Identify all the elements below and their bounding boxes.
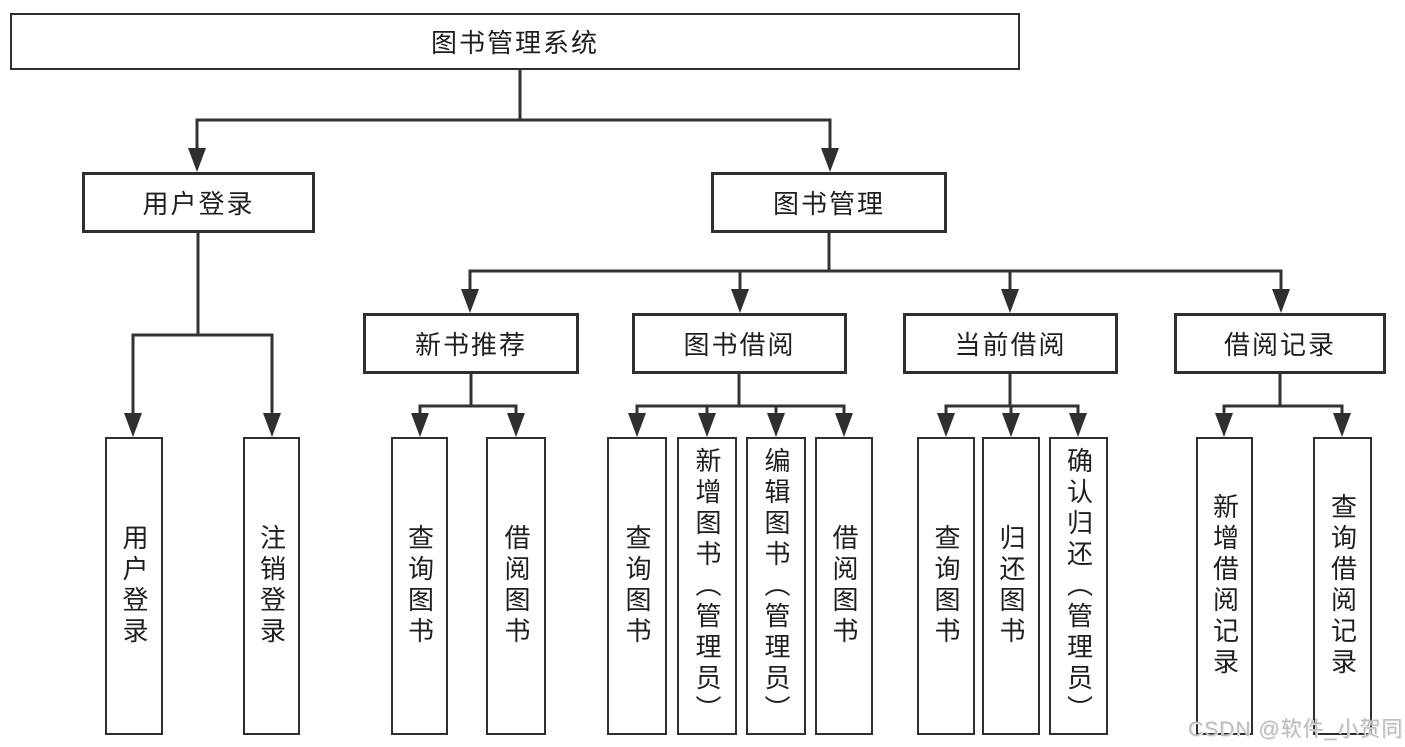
leaf-logout-label: 注销登录 (256, 524, 287, 648)
node-book-management-branch: 图书管理 (711, 172, 947, 233)
leaf-current-confirm-return-admin-label: 确认归还（管理员） (1063, 446, 1094, 726)
csdn-watermark: CSDN @软件_小贺同学 (1188, 718, 1405, 741)
leaf-user-login-label: 用户登录 (119, 524, 149, 648)
leaf-current-confirm-return-admin: 确认归还（管理员） (1049, 437, 1108, 735)
leaf-borrowing-edit-books-admin: 编辑图书（管理员） (746, 437, 806, 735)
leaf-logout: 注销登录 (243, 437, 300, 735)
leaf-current-return-books: 归还图书 (982, 437, 1040, 735)
leaf-newbook-query-books-label: 查询图书 (404, 524, 435, 648)
node-current-borrowing: 当前借阅 (903, 313, 1118, 374)
leaf-borrowing-edit-books-admin-label: 编辑图书（管理员） (761, 446, 791, 726)
node-borrowing-records: 借阅记录 (1174, 313, 1386, 374)
leaf-borrowing-borrow-books-label: 借阅图书 (829, 524, 859, 648)
node-user-login-branch: 用户登录 (82, 172, 315, 233)
leaf-borrowing-query-books-label: 查询图书 (622, 524, 652, 648)
leaf-user-login: 用户登录 (105, 437, 163, 735)
leaf-newbook-borrow-books-label: 借阅图书 (501, 524, 531, 648)
leaf-records-query-record-label: 查询借阅记录 (1327, 493, 1358, 679)
leaf-newbook-borrow-books: 借阅图书 (486, 437, 546, 735)
node-new-book-recommend: 新书推荐 (363, 313, 579, 374)
leaf-newbook-query-books: 查询图书 (391, 437, 448, 735)
leaf-records-add-record: 新增借阅记录 (1196, 437, 1253, 735)
leaf-borrowing-add-books-admin-label: 新增图书（管理员） (692, 446, 722, 726)
leaf-borrowing-query-books: 查询图书 (607, 437, 667, 735)
leaf-records-query-record: 查询借阅记录 (1313, 437, 1372, 735)
node-book-borrowing: 图书借阅 (632, 313, 847, 374)
leaf-current-query-books-label: 查询图书 (931, 524, 961, 648)
leaf-current-query-books: 查询图书 (917, 437, 975, 735)
leaf-borrowing-borrow-books: 借阅图书 (815, 437, 873, 735)
leaf-current-return-books-label: 归还图书 (996, 524, 1026, 648)
node-root-system: 图书管理系统 (10, 13, 1020, 70)
leaf-records-add-record-label: 新增借阅记录 (1209, 493, 1240, 679)
leaf-borrowing-add-books-admin: 新增图书（管理员） (677, 437, 737, 735)
